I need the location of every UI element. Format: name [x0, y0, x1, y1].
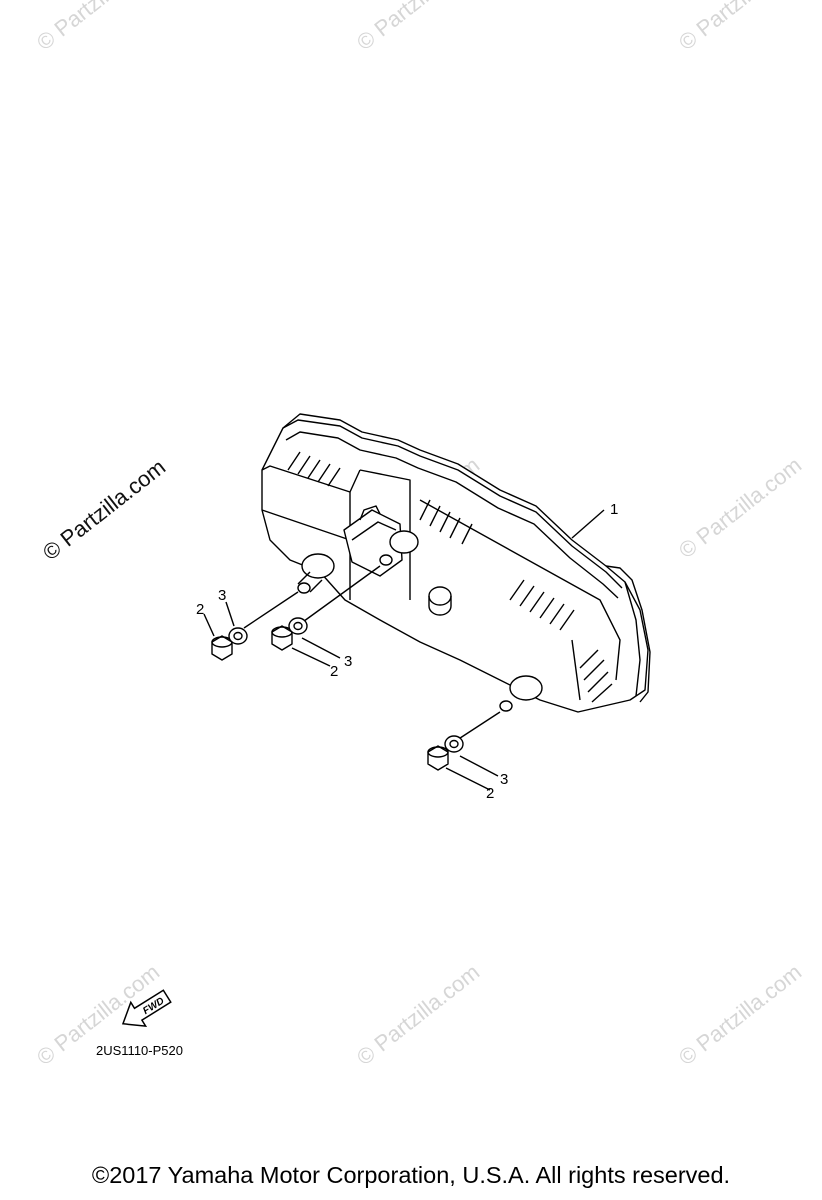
nut-left — [211, 635, 233, 661]
mounting-stud-left — [297, 553, 335, 594]
callout-1: 1 — [610, 501, 618, 518]
fwd-arrow-icon: FWD — [121, 989, 172, 1028]
callout-2: 2 — [330, 663, 338, 680]
washer-bottom — [444, 735, 464, 753]
nut-center — [271, 625, 293, 651]
callout-3: 3 — [500, 771, 508, 788]
mounting-stud-center — [379, 530, 419, 566]
callout-2: 2 — [196, 601, 204, 618]
mounting-stud-bottom — [499, 675, 543, 712]
meter-assembly — [261, 413, 651, 713]
washer-center — [288, 617, 308, 635]
washer-left — [228, 627, 248, 645]
callout-3: 3 — [344, 653, 352, 670]
nut-bottom — [427, 745, 449, 771]
copyright-notice: ©2017 Yamaha Motor Corporation, U.S.A. A… — [91, 1162, 731, 1188]
callout-3: 3 — [218, 587, 226, 604]
diagram-code: 2US1110-P520 — [96, 1043, 183, 1058]
callout-2: 2 — [486, 785, 494, 802]
